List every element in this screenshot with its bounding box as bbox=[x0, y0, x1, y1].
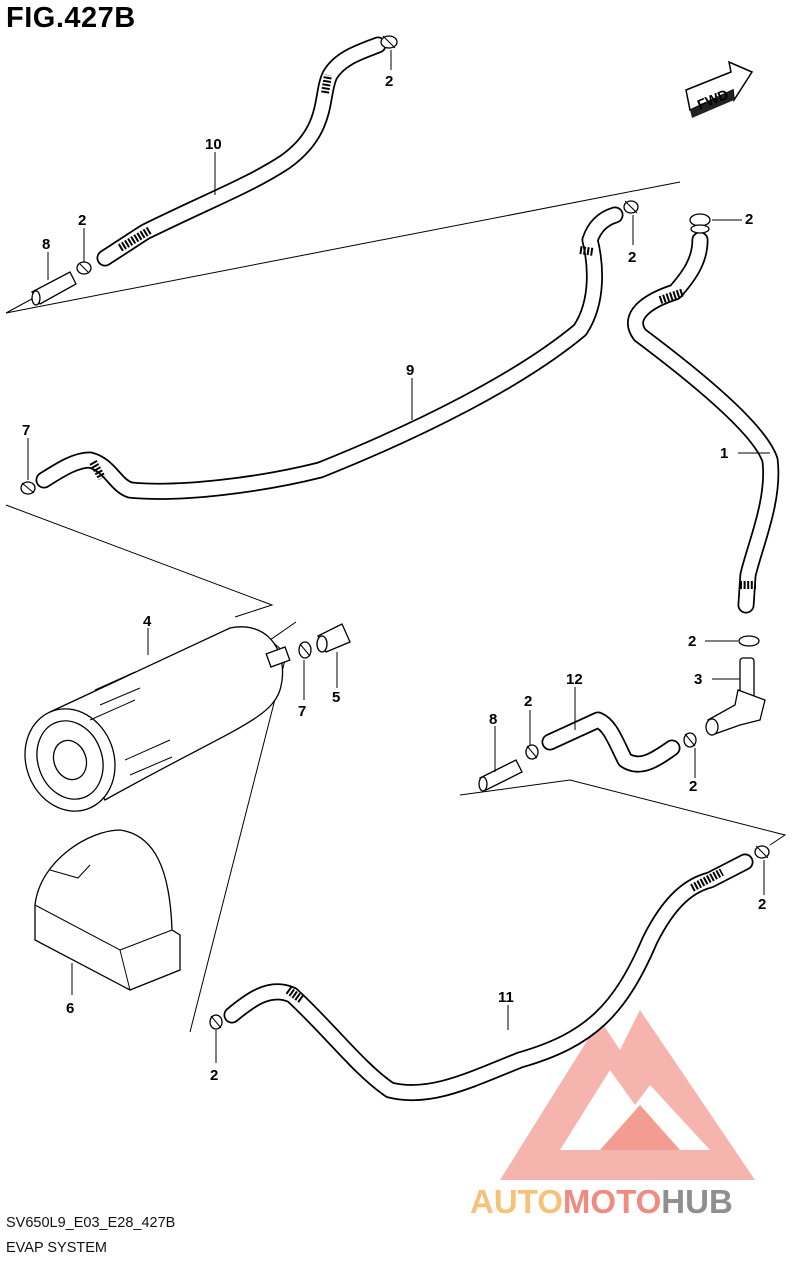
callout-6: 6 bbox=[66, 1000, 74, 1017]
callout-2-hose11-left: 2 bbox=[210, 1067, 218, 1084]
fitting-8-mid[interactable] bbox=[478, 759, 523, 792]
callout-2-top: 2 bbox=[385, 73, 393, 90]
bracket-6[interactable] bbox=[34, 829, 181, 991]
leader-lines bbox=[27, 50, 770, 1063]
callout-2-hose1-bottom: 2 bbox=[688, 633, 696, 650]
clip-2-hose12-right[interactable] bbox=[683, 732, 697, 748]
watermark-logo bbox=[500, 1010, 755, 1180]
clip-7-canister[interactable] bbox=[298, 641, 312, 659]
clip-2-hose11-left[interactable] bbox=[209, 1014, 223, 1030]
watermark-text: AUTOMOTOHUB bbox=[470, 1183, 733, 1220]
callout-8-mid: 8 bbox=[489, 711, 497, 728]
callout-12: 12 bbox=[566, 671, 583, 688]
callout-3: 3 bbox=[694, 671, 702, 688]
figure-code: SV650L9_E03_E28_427B bbox=[6, 1215, 176, 1231]
hose-10[interactable] bbox=[96, 36, 387, 267]
fitting-8-top[interactable] bbox=[31, 271, 77, 306]
clip-2-top[interactable] bbox=[380, 35, 398, 49]
cap-5[interactable] bbox=[316, 623, 351, 653]
callout-7-hose9: 7 bbox=[22, 422, 30, 439]
figure-title: FIG.427B bbox=[6, 2, 136, 34]
callout-1: 1 bbox=[720, 445, 728, 462]
hose-1[interactable] bbox=[627, 231, 780, 614]
callout-2-hose9: 2 bbox=[628, 249, 636, 266]
clip-2-hose1-top[interactable] bbox=[689, 213, 711, 234]
clip-2-hose10-left[interactable] bbox=[76, 261, 92, 275]
clip-2-hose1-bottom[interactable] bbox=[738, 635, 760, 647]
fwd-arrow: FWD bbox=[685, 60, 754, 118]
watermark-moto: MOTO bbox=[563, 1183, 661, 1220]
hose-12[interactable] bbox=[541, 711, 681, 773]
joint-3[interactable] bbox=[705, 657, 766, 736]
callout-9: 9 bbox=[406, 362, 414, 379]
clip-2-hose11-right[interactable] bbox=[754, 845, 770, 859]
watermark-auto: AUTO bbox=[470, 1183, 563, 1220]
callout-2-hose1-top: 2 bbox=[745, 211, 753, 228]
watermark-hub: HUB bbox=[661, 1183, 733, 1220]
callout-2-hose12-left: 2 bbox=[524, 693, 532, 710]
callout-5: 5 bbox=[332, 689, 340, 706]
hose-9[interactable] bbox=[35, 206, 624, 500]
callout-8-top: 8 bbox=[42, 236, 50, 253]
callout-2-hose12-right: 2 bbox=[689, 778, 697, 795]
callout-4: 4 bbox=[143, 613, 152, 630]
canister-4[interactable] bbox=[11, 626, 291, 824]
callout-2-hose10: 2 bbox=[78, 212, 86, 229]
callout-7-canister: 7 bbox=[298, 703, 306, 720]
callout-2-hose11-right: 2 bbox=[758, 896, 766, 913]
system-name: EVAP SYSTEM bbox=[6, 1240, 107, 1256]
callout-10: 10 bbox=[205, 136, 222, 153]
clip-7-hose9-left[interactable] bbox=[20, 481, 36, 495]
clip-2-hose12-left[interactable] bbox=[525, 744, 539, 760]
hose-11[interactable] bbox=[223, 853, 754, 1102]
clip-2-hose9-top[interactable] bbox=[623, 200, 639, 214]
callout-11: 11 bbox=[498, 989, 514, 1006]
